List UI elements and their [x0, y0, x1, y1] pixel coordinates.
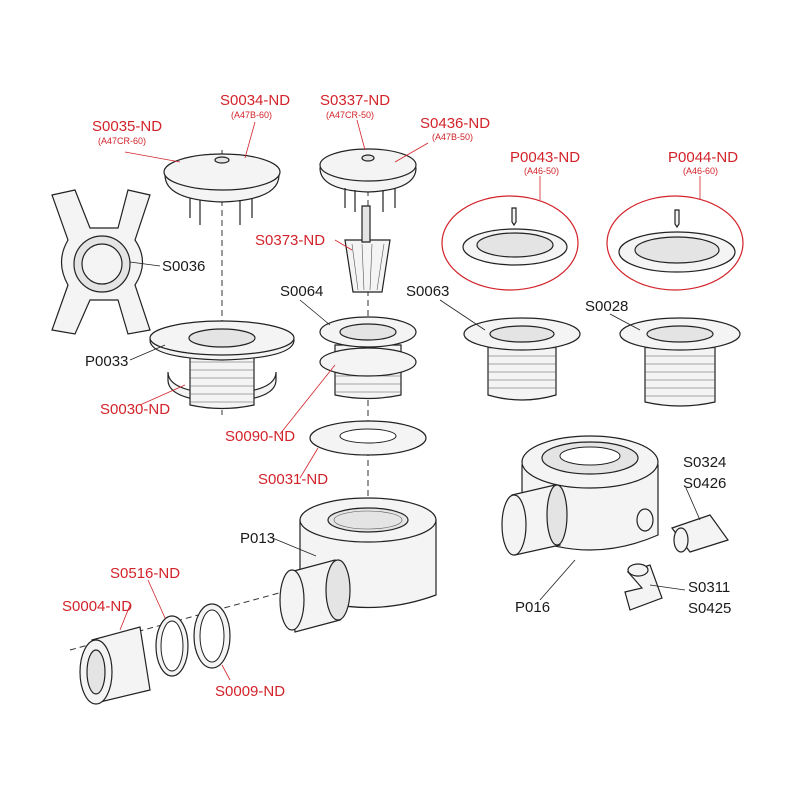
label-p016: P016: [515, 599, 550, 616]
label-s0436: S0436-ND: [420, 115, 490, 132]
label-s0090: S0090-ND: [225, 428, 295, 445]
label-s0028: S0028: [585, 298, 628, 315]
ref-s0337: (A47CR-50): [326, 110, 374, 120]
flange-60: [149, 320, 295, 410]
label-s0004: S0004-ND: [62, 598, 132, 615]
cap-50: [319, 148, 417, 212]
label-s0035: S0035-ND: [92, 118, 162, 135]
hose-fitting-elbow: [624, 563, 663, 611]
cap-60: [163, 153, 281, 225]
strainer-body-60: [619, 317, 741, 407]
label-s0324: S0324: [683, 454, 726, 471]
label-p0033: P0033: [85, 353, 128, 370]
label-s0031: S0031-ND: [258, 471, 328, 488]
flange-50: [319, 316, 417, 400]
ref-s0436: (A47B-50): [432, 132, 473, 142]
label-s0311: S0311: [688, 579, 730, 596]
label-s0063: S0063: [406, 283, 449, 300]
union-nut: [79, 626, 151, 705]
label-p013: P013: [240, 530, 275, 547]
label-s0425: S0425: [688, 600, 731, 617]
trap-body-p013: [279, 497, 437, 633]
ref-p0043: (A46-50): [524, 166, 559, 176]
label-s0516: S0516-ND: [110, 565, 180, 582]
label-s0373: S0373-ND: [255, 232, 325, 249]
label-s0036: S0036: [162, 258, 205, 275]
grate-60: [606, 195, 744, 291]
label-p0043: P0043-ND: [510, 149, 580, 166]
label-s0337: S0337-ND: [320, 92, 390, 109]
label-s0030: S0030-ND: [100, 401, 170, 418]
ref-p0044: (A46-60): [683, 166, 718, 176]
grate-50: [441, 195, 579, 291]
wrench-tool: [51, 189, 151, 335]
trap-body-p016: [501, 435, 659, 556]
label-s0064: S0064: [280, 283, 323, 300]
label-s0034: S0034-ND: [220, 92, 290, 109]
label-s0009: S0009-ND: [215, 683, 285, 700]
ref-s0034: (A47B-60): [231, 110, 272, 120]
label-s0426: S0426: [683, 475, 726, 492]
hose-fitting-straight: [671, 514, 729, 553]
label-p0044: P0044-ND: [668, 149, 738, 166]
ref-s0035: (A47CR-60): [98, 136, 146, 146]
washer: [309, 420, 427, 456]
pop-up-cage: [344, 205, 391, 293]
strainer-body-50: [463, 317, 581, 401]
